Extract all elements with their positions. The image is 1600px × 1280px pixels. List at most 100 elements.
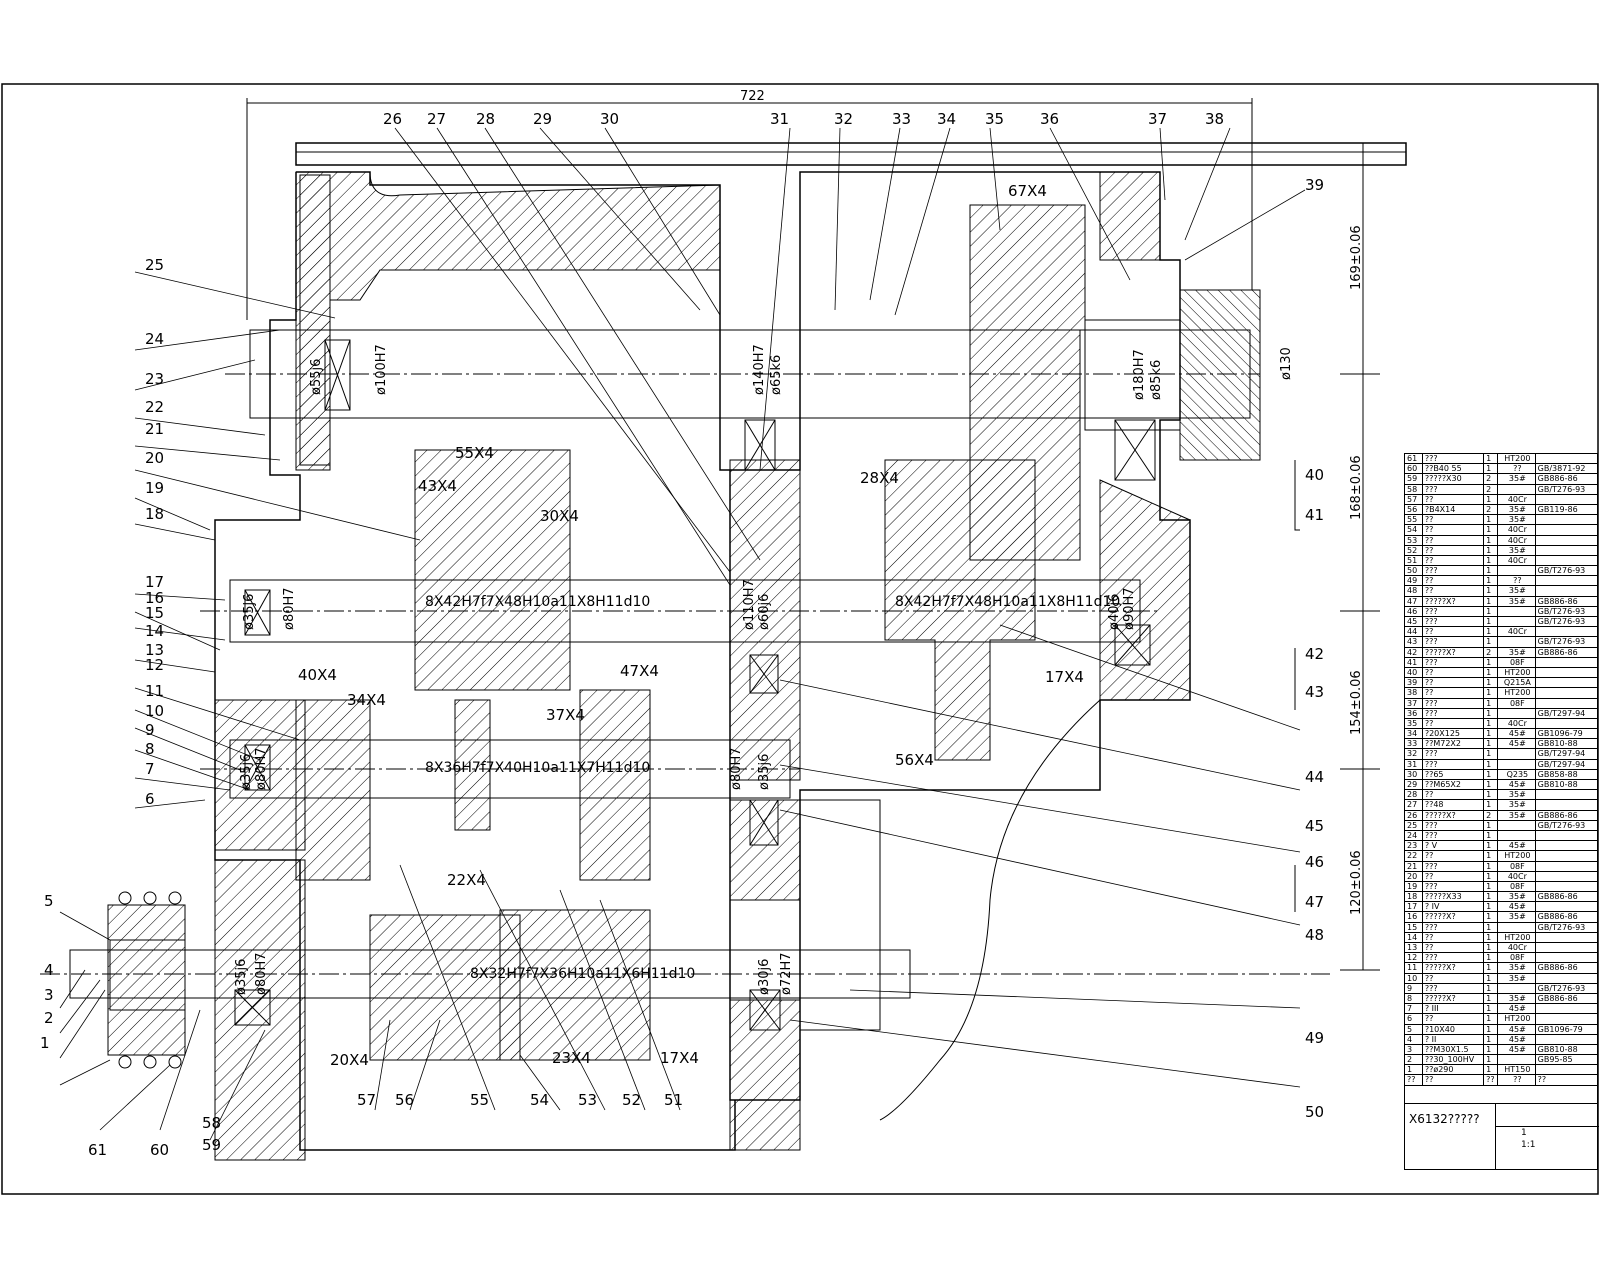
parts-cell-std: GB/T276-93 [1537,617,1586,626]
parts-cell-qty: 1 [1484,963,1499,973]
parts-cell-std [1536,800,1597,809]
parts-cell-no: 60 [1405,464,1423,474]
parts-cell-no: 14 [1405,932,1423,942]
parts-cell-qty: 2 [1484,647,1499,657]
parts-cell-no: 44 [1405,627,1423,637]
parts-cell-qty: 2 [1484,484,1499,494]
callout: 1 [40,1034,50,1052]
parts-cell-name: ??? [1423,606,1485,616]
parts-cell-name: ?? [1423,718,1485,729]
parts-cell-qty: 1 [1484,718,1499,729]
parts-cell-mat: 45# [1498,1034,1536,1044]
parts-list-row: ?????????? [1405,1075,1597,1086]
parts-cell-no: 1 [1405,1065,1423,1075]
callout: 43 [1305,683,1324,701]
parts-cell-no: 47 [1405,596,1423,606]
callout: 54 [530,1091,549,1109]
callout: 42 [1305,645,1324,663]
parts-cell-no: 37 [1405,698,1423,708]
parts-cell-name: ??65 [1423,769,1485,779]
parts-cell-name: ??? [1423,820,1485,830]
parts-cell-no: 16 [1405,912,1423,922]
parts-cell-std: GB886-86 [1537,810,1578,820]
callout: 49 [1305,1029,1324,1047]
callout: 20 [145,449,164,467]
gear-label: 56X4 [895,751,934,769]
parts-cell-std [1536,1035,1597,1044]
callout: 21 [145,420,164,438]
callout: 38 [1205,110,1224,128]
parts-cell-no: 43 [1405,637,1423,647]
parts-cell-mat: HT150 [1498,1065,1536,1075]
parts-cell-name: ??? [1423,484,1485,494]
parts-cell-std: GB886-86 [1537,993,1578,1003]
callout: 32 [834,110,853,128]
parts-cell-qty: 1 [1484,1044,1499,1055]
callout: 19 [145,479,164,497]
parts-cell-std: GB/T276-93 [1537,983,1586,993]
parts-cell-name: ??B40 55 [1423,464,1485,474]
parts-cell-mat: ?? [1498,1075,1536,1085]
parts-cell-mat [1498,922,1536,932]
parts-cell-no: 46 [1405,606,1423,616]
parts-cell-qty: 1 [1484,688,1499,698]
parts-cell-no: 58 [1405,484,1423,494]
overall-dimension: 722 [246,89,1253,320]
parts-cell-std [1536,627,1597,636]
parts-cell-qty: 1 [1484,637,1499,647]
parts-cell-qty: 1 [1484,739,1499,749]
parts-cell-std [1536,495,1597,504]
callout: 13 [145,641,164,659]
parts-cell-qty: 1 [1484,617,1499,627]
parts-cell-name: ?????X30 [1423,474,1485,484]
parts-cell-name: ?? [1423,494,1485,504]
diameter-label: ø65k6 [769,355,784,395]
parts-cell-qty: 1 [1484,657,1499,667]
parts-cell-std [1536,862,1597,871]
parts-cell-qty: 1 [1484,1004,1499,1014]
parts-cell-qty: 1 [1484,759,1499,769]
gear-label: 17X4 [660,1049,699,1067]
parts-list-row: 49??1?? [1405,576,1597,587]
parts-cell-std [1536,556,1597,565]
parts-cell-mat: 45# [1498,1024,1536,1034]
parts-cell-qty: 1 [1484,555,1499,566]
gear-label: 20X4 [330,1051,369,1069]
parts-cell-mat: HT200 [1498,851,1536,861]
parts-cell-mat: 35# [1498,647,1536,657]
callout: 8 [145,740,155,758]
diameter-label: ø35j6 [239,754,254,790]
callout: 22 [145,398,164,416]
shaft-iii [200,689,800,881]
parts-cell-name: ??? [1423,983,1485,993]
parts-cell-name: ?? [1423,627,1485,637]
parts-cell-name: ?????X? [1423,810,1485,820]
gear-label: 47X4 [620,662,659,680]
callout: 10 [145,702,164,720]
parts-cell-std: GB886-86 [1537,647,1578,657]
callout: 52 [622,1091,641,1109]
callout: 26 [383,110,402,128]
gear-label: 37X4 [546,706,585,724]
parts-cell-no: 57 [1405,494,1423,504]
parts-cell-std [1536,1004,1597,1013]
parts-cell-no: 15 [1405,922,1423,932]
parts-cell-no: 40 [1405,667,1423,678]
parts-cell-std [1536,454,1597,463]
parts-cell-mat: 35# [1498,545,1536,555]
diameter-label: ø110H7 [742,579,757,630]
parts-cell-mat: HT200 [1498,667,1536,678]
